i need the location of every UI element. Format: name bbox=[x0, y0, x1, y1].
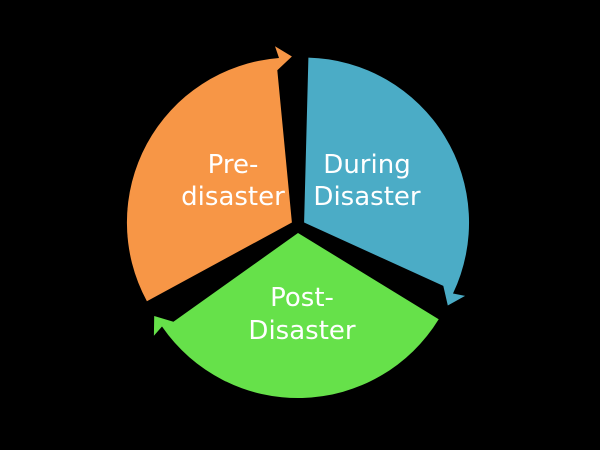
segment-pre-disaster: Pre- disaster bbox=[126, 46, 292, 302]
segment-pre-disaster-label-line2: disaster bbox=[181, 182, 285, 212]
segment-post-disaster-shape bbox=[153, 233, 439, 399]
segment-during-disaster-label-line2: Disaster bbox=[313, 182, 420, 212]
segment-post-disaster-label-line1: Post- bbox=[270, 283, 334, 313]
segment-during-disaster-shape bbox=[304, 57, 470, 306]
segment-during-disaster-label-line1: During bbox=[323, 150, 410, 180]
segment-during-disaster: During Disaster bbox=[304, 57, 470, 306]
segment-post-disaster: Post- Disaster bbox=[153, 233, 439, 399]
segment-pre-disaster-label-line1: Pre- bbox=[208, 150, 259, 180]
segment-post-disaster-label-line2: Disaster bbox=[248, 316, 355, 346]
segment-pre-disaster-shape bbox=[126, 46, 292, 302]
